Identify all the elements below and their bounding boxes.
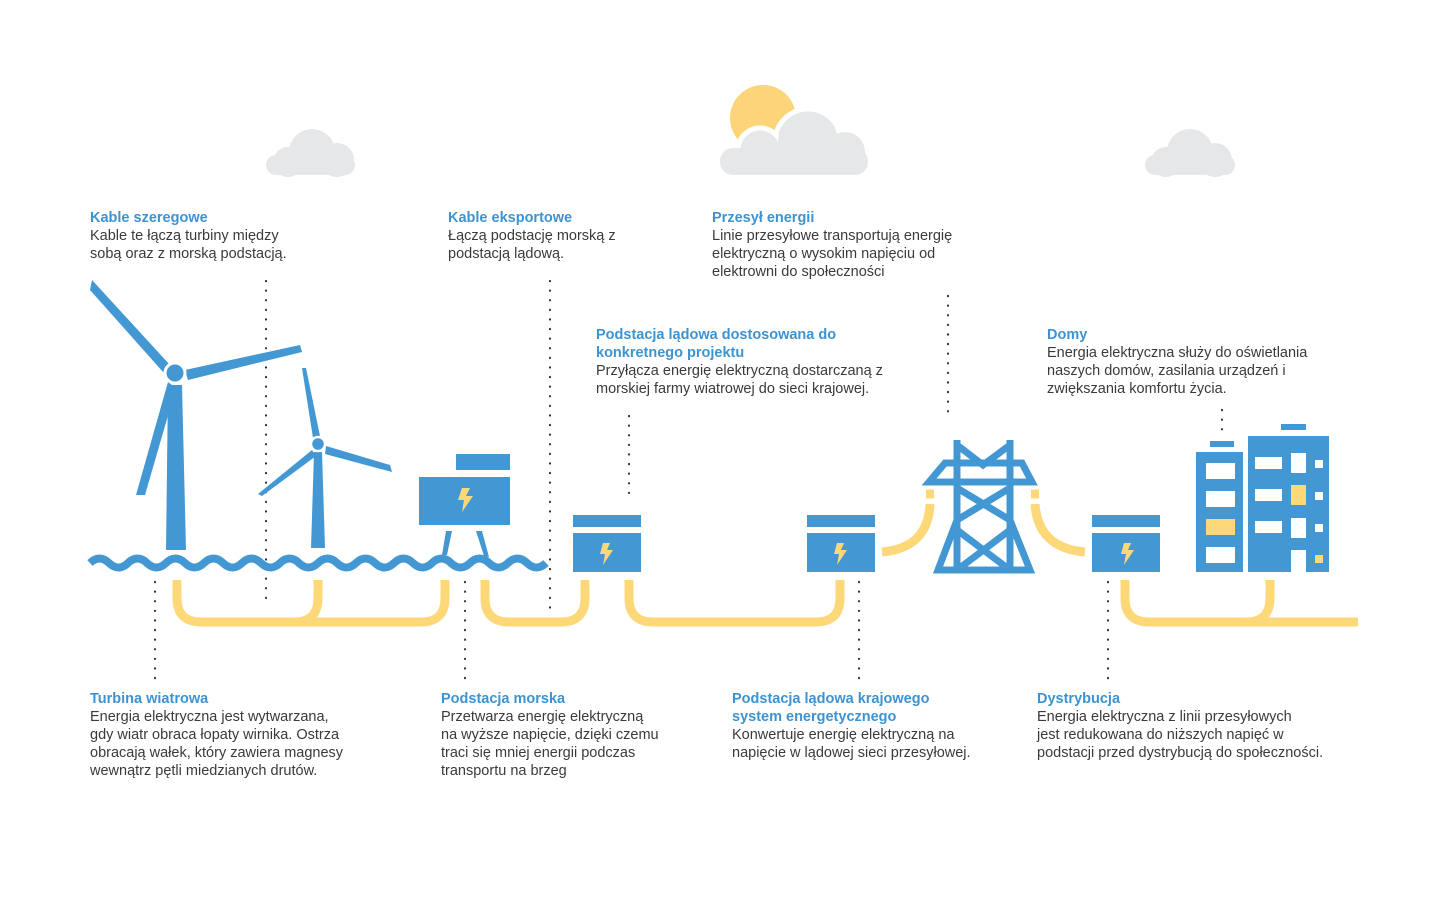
label-turbina-wiatrowa: Turbina wiatrowa Energia elektryczna jes… — [90, 690, 343, 780]
lightning-icon — [1121, 543, 1134, 565]
label-text: Linie przesyłowe transportują energię el… — [712, 228, 953, 280]
leader-lines — [153, 279, 1224, 682]
label-dystrybucja: Dystrybucja Energia elektryczna z linii … — [1037, 690, 1323, 762]
label-title: Podstacja lądowa krajowego system energe… — [732, 691, 930, 725]
label-title: Turbina wiatrowa — [90, 691, 209, 707]
cables — [172, 489, 1358, 627]
label-title: Podstacja lądowa dostosowana do konkretn… — [596, 327, 837, 361]
distribution-substation-icon — [1092, 515, 1160, 572]
label-title: Dystrybucja — [1037, 691, 1121, 707]
label-podstacja-projektu: Podstacja lądowa dostosowana do konkretn… — [596, 326, 883, 398]
label-text: Przyłącza energię elektryczną dostarczan… — [596, 363, 883, 397]
transmission-pylon-icon — [921, 440, 1038, 574]
label-text: Energia elektryczna jest wytwarzana, gdy… — [90, 709, 344, 779]
lightning-icon — [600, 543, 613, 565]
cloud-icon — [720, 112, 868, 175]
wind-turbine-icon — [258, 368, 392, 548]
label-text: Kable te łączą turbiny między sobą oraz … — [90, 228, 287, 262]
cloud-icon — [266, 129, 355, 177]
label-text: Energia elektryczna służy do oświetlania… — [1047, 345, 1308, 397]
cloud-icon — [1145, 129, 1235, 177]
onshore-substation-icon — [573, 515, 641, 572]
label-title: Domy — [1047, 327, 1088, 343]
label-podstacja-morska: Podstacja morska Przetwarza energię elek… — [441, 690, 659, 780]
buildings-icon — [1196, 424, 1329, 572]
label-kable-eksportowe: Kable eksportowe Łączą podstację morską … — [448, 209, 616, 263]
label-domy: Domy Energia elektryczna służy do oświet… — [1047, 326, 1307, 398]
label-title: Przesył energii — [712, 210, 815, 226]
lightning-icon — [834, 543, 847, 565]
wind-turbine-icon — [90, 280, 302, 550]
label-podstacja-krajowa: Podstacja lądowa krajowego system energe… — [732, 690, 971, 762]
label-text: Konwertuje energię elektryczną na napięc… — [732, 727, 971, 761]
label-title: Kable szeregowe — [90, 210, 208, 226]
offshore-substation-icon — [419, 454, 510, 557]
label-przesyl-energii: Przesył energii Linie przesyłowe transpo… — [712, 209, 952, 281]
lightning-icon — [458, 488, 473, 512]
label-title: Kable eksportowe — [448, 210, 573, 226]
label-text: Łączą podstację morską z podstacją lądow… — [448, 228, 616, 262]
label-title: Podstacja morska — [441, 691, 566, 707]
grid-substation-icon — [807, 515, 875, 572]
label-text: Przetwarza energię elektryczną na wyższe… — [441, 709, 659, 779]
sea-wave — [87, 554, 549, 572]
label-text: Energia elektryczna z linii przesyłowych… — [1037, 709, 1324, 761]
label-kable-szeregowe: Kable szeregowe Kable te łączą turbiny m… — [90, 209, 287, 263]
